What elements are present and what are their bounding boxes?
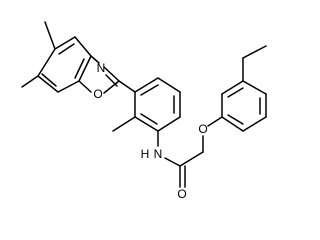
bond <box>44 21 56 50</box>
bond <box>227 114 244 125</box>
bond <box>37 75 59 93</box>
bond <box>58 43 75 55</box>
bond <box>134 116 159 132</box>
bond <box>140 84 159 96</box>
oxazole-nitrogen-label: N <box>97 61 106 75</box>
bond <box>221 116 244 132</box>
bonds <box>21 21 267 188</box>
bond <box>140 113 158 125</box>
bond <box>227 87 244 98</box>
molecule-structure: N O N H O O <box>21 21 267 201</box>
bond <box>54 36 76 50</box>
bond <box>164 157 181 167</box>
bond <box>103 66 120 82</box>
bond <box>242 45 267 59</box>
bond <box>207 116 223 127</box>
bond <box>41 73 57 87</box>
bond <box>242 80 267 95</box>
bond <box>112 116 136 132</box>
bond <box>221 80 244 95</box>
bond <box>157 77 181 93</box>
bond <box>242 116 267 132</box>
bond <box>134 77 159 93</box>
bond <box>78 55 92 82</box>
bond <box>103 80 120 94</box>
ether-oxygen-label: O <box>198 122 207 136</box>
oxazole-oxygen-label: O <box>93 87 102 101</box>
bond <box>90 55 100 64</box>
bond <box>179 151 204 167</box>
atom-labels: N O N H O O <box>93 61 207 201</box>
carbonyl-oxygen-label: O <box>177 187 186 201</box>
bond <box>118 80 136 93</box>
amide-nitrogen-label: N <box>154 147 163 161</box>
bond <box>74 58 85 79</box>
bond <box>37 48 56 77</box>
bond <box>74 36 92 57</box>
bond <box>157 116 181 132</box>
bond <box>78 80 92 93</box>
bond <box>57 80 80 93</box>
bond <box>21 75 39 88</box>
amide-hydrogen-label: H <box>141 147 150 161</box>
